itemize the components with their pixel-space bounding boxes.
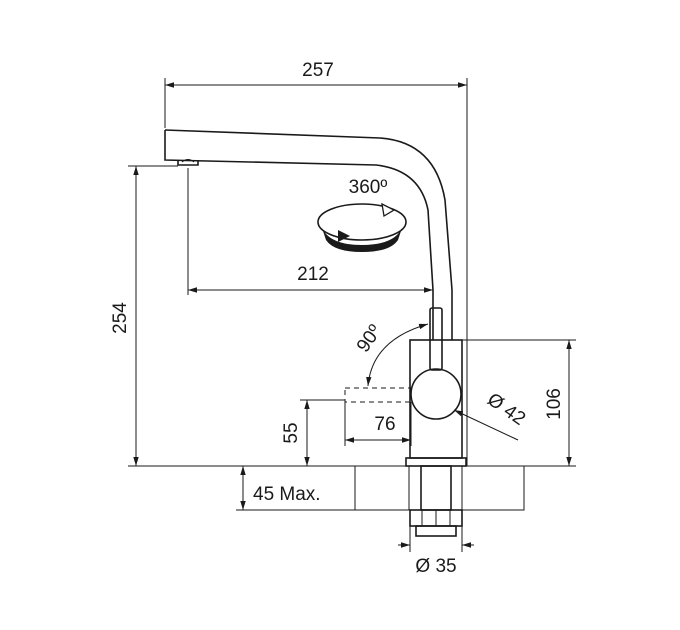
- faucet-body: [164, 129, 467, 537]
- dimension-total-width: [164, 78, 468, 466]
- label-total-width: 257: [302, 60, 334, 81]
- countertop-section: [354, 465, 525, 511]
- label-max-thickness: 45 Max.: [253, 484, 321, 505]
- dimension-hole-diameter: [398, 526, 474, 552]
- rotation-symbol: [317, 202, 407, 252]
- dimension-max-thickness: [236, 466, 355, 511]
- label-body-height: 106: [544, 388, 565, 420]
- label-handle-height: 55: [281, 422, 302, 443]
- label-handle-diameter: Ø 42: [483, 389, 529, 430]
- dimension-handle-offset: [344, 402, 412, 446]
- dimension-body-height: [462, 339, 576, 467]
- dimension-lever-angle: [366, 323, 429, 387]
- label-handle-offset: 76: [374, 414, 395, 435]
- dimension-total-height: [128, 165, 355, 467]
- dimension-handle-diameter: [453, 409, 519, 441]
- label-total-height: 254: [110, 302, 131, 334]
- label-reach: 212: [297, 264, 329, 285]
- label-rotation: 360º: [349, 177, 388, 198]
- dimension-reach: [187, 168, 433, 295]
- dimension-handle-height: [300, 399, 345, 466]
- label-hole-diameter: Ø 35: [415, 556, 456, 577]
